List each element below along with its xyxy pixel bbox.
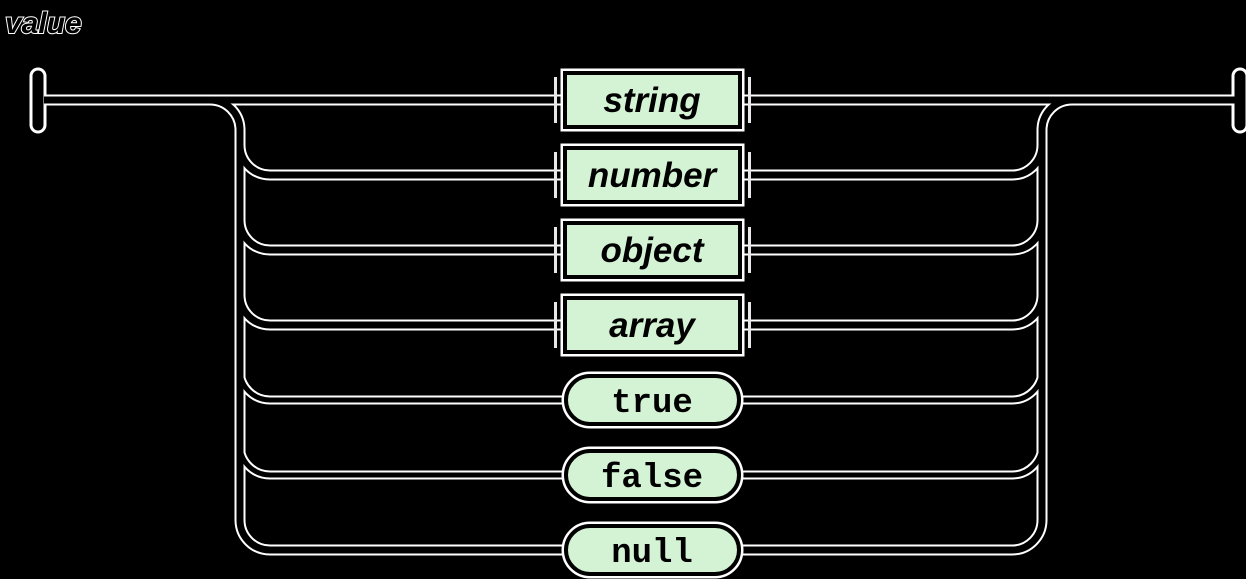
tick-array-right [748, 302, 751, 348]
node-number: number [560, 143, 745, 207]
node-number-label: number [588, 156, 719, 195]
node-array: array [560, 293, 745, 357]
node-string: string [560, 68, 745, 132]
node-false: false [561, 446, 744, 504]
tick-string-right [748, 77, 751, 123]
tick-array-left [554, 302, 557, 348]
tick-object-right [748, 227, 751, 273]
node-string-label: string [603, 81, 700, 120]
node-object: object [560, 218, 745, 282]
tick-number-right [748, 152, 751, 198]
tick-number-left [554, 152, 557, 198]
node-array-label: array [609, 306, 696, 345]
node-null: null [561, 521, 744, 579]
tick-object-left [554, 227, 557, 273]
node-object-label: object [600, 231, 704, 270]
tick-marks [554, 77, 751, 348]
tick-string-left [554, 77, 557, 123]
node-null-label: null [611, 535, 693, 573]
node-true: true [561, 371, 744, 429]
node-true-label: true [611, 385, 693, 423]
node-false-label: false [601, 460, 703, 498]
diagram-title: value [5, 7, 82, 40]
